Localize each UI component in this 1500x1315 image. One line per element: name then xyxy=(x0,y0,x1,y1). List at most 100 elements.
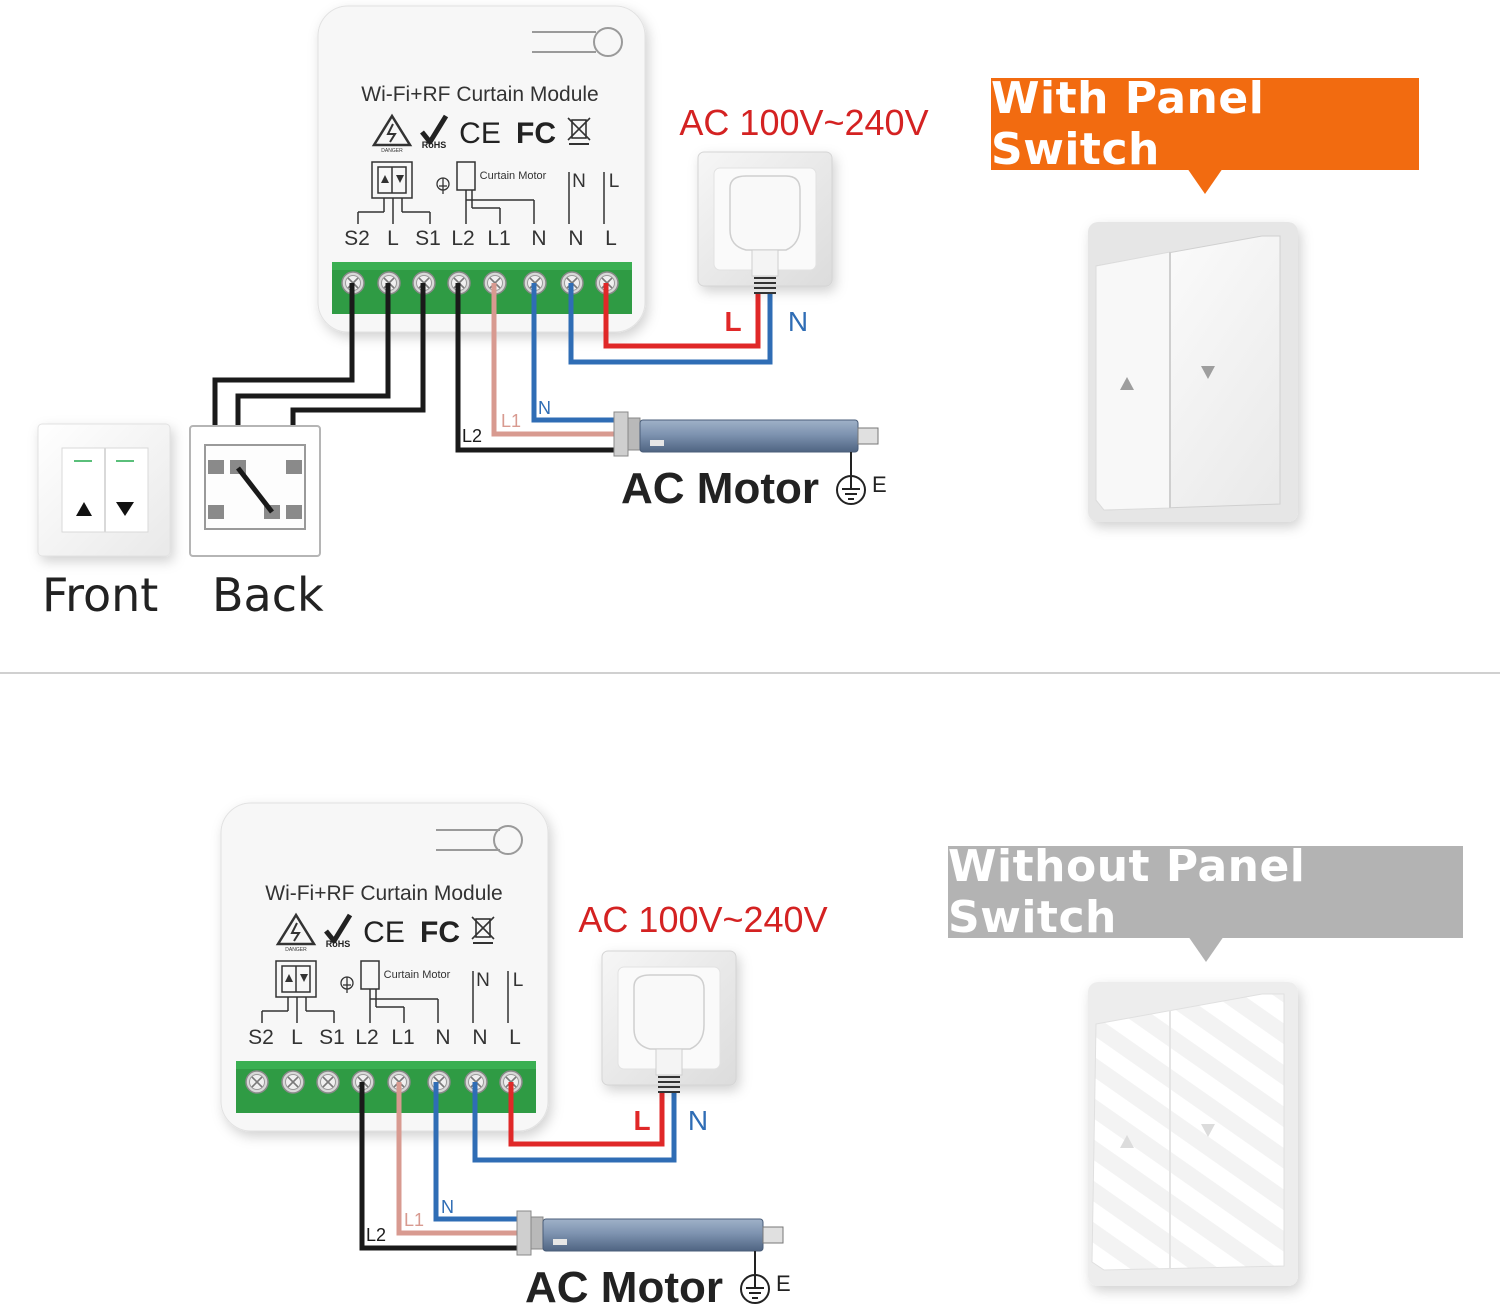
panel-up-arrow-icon xyxy=(1120,377,1134,390)
danger-label: DANGER xyxy=(381,148,403,154)
terminal-label: N xyxy=(472,1026,487,1049)
terminal-label: S2 xyxy=(344,227,370,250)
callout-text: With Panel Switch xyxy=(991,73,1265,175)
ac-motor-icon xyxy=(516,1210,784,1256)
ce-mark-icon: CE xyxy=(363,916,405,949)
plug-icon xyxy=(633,974,705,1093)
panel-switch xyxy=(1088,222,1298,522)
weee-bin-icon xyxy=(567,117,591,145)
power-wires xyxy=(472,1082,677,1163)
callout-tail xyxy=(1187,936,1224,962)
fcc-mark-icon: FC xyxy=(420,916,460,949)
curtain-motor-label: Curtain Motor xyxy=(384,969,451,981)
power-terminal-lines xyxy=(472,971,509,1023)
section-divider xyxy=(0,672,1500,674)
antenna-icon xyxy=(532,27,623,57)
module-title: Wi-Fi+RF Curtain Module xyxy=(265,882,502,905)
power-n-label: N xyxy=(688,1105,708,1136)
rohs-check-icon: RoHS xyxy=(420,114,449,150)
terminal-label: L2 xyxy=(355,1026,378,1049)
screw-terminal xyxy=(245,1070,269,1094)
power-terminal-lines xyxy=(568,172,605,224)
terminal-label: L1 xyxy=(391,1026,414,1049)
danger-icon: DANGER xyxy=(275,912,317,953)
screw-terminal xyxy=(281,1070,305,1094)
fcc-mark-icon: FC xyxy=(516,117,556,150)
l-symbol: L xyxy=(513,970,524,991)
terminal-label: L xyxy=(387,227,399,250)
earth-symbol-icon xyxy=(340,976,354,993)
without-panel-switch-section: Wi-Fi+RF Curtain Module DANGER RoHS CE F… xyxy=(0,676,1500,1312)
motor-label: AC Motor xyxy=(525,1263,723,1310)
terminal-label: L xyxy=(605,227,617,250)
danger-icon: DANGER xyxy=(371,113,413,154)
screw-terminal xyxy=(427,1070,451,1094)
switch-symbol-icon xyxy=(261,960,335,1023)
panel-switch-absent xyxy=(1088,982,1298,1286)
switch-back xyxy=(189,425,321,557)
panel-down-arrow-icon xyxy=(1201,1124,1215,1137)
callout-tail xyxy=(1187,168,1223,194)
motor-l2-label: L2 xyxy=(462,426,482,446)
terminal-label: L2 xyxy=(451,227,474,250)
motor-label: AC Motor xyxy=(621,464,819,513)
terminal-label: L xyxy=(291,1026,303,1049)
motor-wires xyxy=(359,1082,524,1251)
terminal-label: N xyxy=(568,227,583,250)
terminal-label: S2 xyxy=(248,1026,274,1049)
earth-symbol-icon xyxy=(436,177,450,194)
curtain-module xyxy=(317,5,646,333)
with-panel-wiring-diagram: Wi-Fi+RF Curtain Module DANGER RoHS CE F… xyxy=(37,5,1298,557)
rohs-label: RoHS xyxy=(422,140,447,150)
callout-text: Without Panel Switch xyxy=(948,841,1306,943)
without-panel-wiring-diagram: Wi-Fi+RF Curtain Module DANGER RoHS CE F… xyxy=(220,802,1298,1312)
ce-mark-icon: CE xyxy=(459,117,501,150)
terminal-label: S1 xyxy=(415,227,441,250)
with-panel-switch-callout: With Panel Switch xyxy=(991,73,1419,194)
n-symbol: N xyxy=(476,970,490,991)
front-label: Front xyxy=(42,568,159,622)
antenna-icon xyxy=(436,825,523,855)
switch-front xyxy=(37,423,171,557)
with-panel-switch-section: Wi-Fi+RF Curtain Module DANGER RoHS CE F… xyxy=(37,5,1419,622)
panel-down-arrow-icon xyxy=(1201,366,1215,379)
earth-icon xyxy=(740,1251,770,1304)
rohs-label: RoHS xyxy=(326,939,351,949)
down-arrow-icon xyxy=(116,502,134,516)
n-symbol: N xyxy=(572,171,586,192)
earth-label: E xyxy=(872,472,887,497)
curtain-motor-label: Curtain Motor xyxy=(480,170,547,182)
module-title: Wi-Fi+RF Curtain Module xyxy=(361,83,598,106)
terminal-label: N xyxy=(531,227,546,250)
terminal-label: S1 xyxy=(319,1026,345,1049)
panel-up-arrow-icon xyxy=(1120,1135,1134,1148)
terminal-label: L1 xyxy=(487,227,510,250)
back-label: Back xyxy=(212,568,324,622)
switch-symbol-icon xyxy=(357,161,431,224)
earth-label: E xyxy=(776,1271,791,1296)
weee-bin-icon xyxy=(471,916,495,944)
ac-motor-icon xyxy=(613,411,879,457)
rohs-check-icon: RoHS xyxy=(324,913,353,949)
screw-terminal xyxy=(316,1070,340,1094)
l-symbol: L xyxy=(609,171,620,192)
power-l-label: L xyxy=(724,306,741,337)
terminal-label: N xyxy=(435,1026,450,1049)
motor-symbol-icon xyxy=(360,960,439,1023)
danger-label: DANGER xyxy=(285,947,307,953)
motor-l1-label: L1 xyxy=(404,1210,424,1230)
power-wires xyxy=(568,283,773,365)
earth-icon xyxy=(836,452,866,505)
power-l-label: L xyxy=(633,1105,650,1136)
motor-symbol-icon xyxy=(456,161,535,224)
motor-l2-label: L2 xyxy=(366,1225,386,1245)
motor-n-label: N xyxy=(538,398,551,418)
terminal-label: L xyxy=(509,1026,521,1049)
power-n-label: N xyxy=(788,306,808,337)
without-panel-switch-callout: Without Panel Switch xyxy=(948,841,1463,962)
voltage-label: AC 100V~240V xyxy=(679,102,928,143)
motor-n-label: N xyxy=(441,1197,454,1217)
up-arrow-icon xyxy=(76,502,92,516)
voltage-label: AC 100V~240V xyxy=(578,899,827,940)
